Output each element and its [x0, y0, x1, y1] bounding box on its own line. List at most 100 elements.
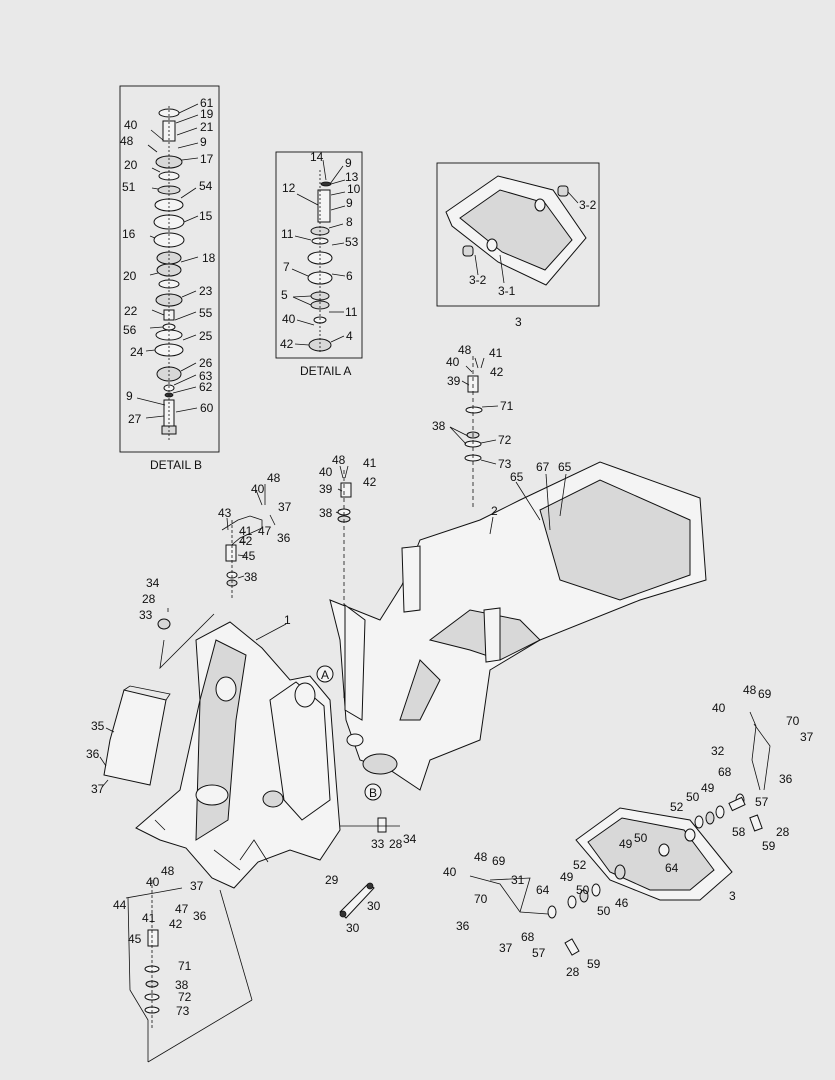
- callout-s69: 69: [492, 854, 506, 868]
- callout-k49b: 49: [619, 837, 633, 851]
- callout-w42: 42: [169, 917, 183, 931]
- detail-a-panel: DETAIL A: [275, 151, 363, 378]
- callout-b15: 15: [199, 209, 213, 223]
- marker-a: A: [316, 665, 334, 683]
- detail-b-caption: DETAIL B: [150, 458, 202, 472]
- callout-k58: 58: [732, 825, 746, 839]
- callout-b19: 19: [200, 107, 214, 121]
- callout-a7: 7: [283, 260, 290, 274]
- callout-m38: 38: [319, 506, 333, 520]
- callout-f37: 37: [91, 782, 105, 796]
- counterweight-lower: [469, 711, 771, 956]
- callout-a8: 8: [346, 215, 353, 229]
- callout-k50b: 50: [634, 831, 648, 845]
- callout-k50: 50: [686, 790, 700, 804]
- callout-l40: 40: [251, 482, 265, 496]
- frame-bolt-assy: [340, 817, 400, 833]
- callout-r65a: 65: [510, 470, 524, 484]
- callout-p72a: 72: [498, 433, 512, 447]
- callout-w71: 71: [178, 959, 192, 973]
- callout-c31: 3-1: [498, 284, 516, 298]
- callout-k69: 69: [758, 687, 772, 701]
- callout-k36: 36: [779, 772, 793, 786]
- callout-r2: 2: [491, 504, 498, 518]
- marker-b-label: B: [369, 786, 377, 800]
- callout-m39: 39: [319, 482, 333, 496]
- callout-k37: 37: [800, 730, 814, 744]
- callout-f36: 36: [86, 747, 100, 761]
- callout-w38: 38: [175, 978, 189, 992]
- callout-l47: 47: [258, 524, 272, 538]
- counterweight-panel: [436, 162, 600, 307]
- callout-a4: 4: [346, 329, 353, 343]
- callout-l38: 38: [244, 570, 258, 584]
- callout-a5: 5: [281, 288, 288, 302]
- callout-b16: 16: [122, 227, 136, 241]
- callout-w36: 36: [193, 909, 207, 923]
- callout-a14: 14: [310, 150, 324, 164]
- callout-b48: 48: [120, 134, 134, 148]
- callout-w44: 44: [113, 898, 127, 912]
- callout-p71a: 71: [500, 399, 514, 413]
- marker-b: B: [364, 783, 382, 801]
- callout-a13: 13: [345, 170, 359, 184]
- callout-s64: 64: [536, 883, 550, 897]
- callout-w37: 37: [190, 879, 204, 893]
- callout-l41: 41: [239, 524, 253, 538]
- callout-p41a: 41: [489, 346, 503, 360]
- callout-b18: 18: [202, 251, 216, 265]
- callout-l42: 42: [239, 534, 253, 548]
- callout-s40: 40: [443, 865, 457, 879]
- callout-w47: 47: [175, 902, 189, 916]
- callout-f35: 35: [91, 719, 105, 733]
- callout-b9b: 9: [126, 389, 133, 403]
- callout-m41: 41: [363, 456, 377, 470]
- callout-w72: 72: [178, 990, 192, 1004]
- callout-k64: 64: [665, 861, 679, 875]
- callout-a53: 53: [345, 235, 359, 249]
- callout-s36: 36: [456, 919, 470, 933]
- callout-b23: 23: [199, 284, 213, 298]
- callout-k57: 57: [755, 795, 769, 809]
- callout-s49: 49: [560, 870, 574, 884]
- lower-left-pin-stack: [125, 880, 253, 1063]
- callout-r67: 67: [536, 460, 550, 474]
- callout-f34: 34: [146, 576, 160, 590]
- callout-b27: 27: [128, 412, 142, 426]
- callout-c32a: 3-2: [579, 198, 597, 212]
- callout-c32b: 3-2: [469, 273, 487, 287]
- callout-p38a: 38: [432, 419, 446, 433]
- callout-k48: 48: [743, 683, 757, 697]
- callout-p48a: 48: [458, 343, 472, 357]
- callout-l37: 37: [278, 500, 292, 514]
- callout-b22: 22: [124, 304, 138, 318]
- callout-a11a: 11: [281, 227, 294, 241]
- front-frame: [99, 608, 341, 889]
- callout-s37: 37: [499, 941, 513, 955]
- callout-c3: 3: [515, 315, 522, 329]
- callout-l45: 45: [242, 549, 256, 563]
- callout-b60: 60: [200, 401, 214, 415]
- callout-w48: 48: [161, 864, 175, 878]
- callout-a42: 42: [280, 337, 294, 351]
- marker-a-label: A: [321, 668, 329, 682]
- callout-s57: 57: [532, 946, 546, 960]
- callout-p42a: 42: [490, 365, 504, 379]
- callout-f28b: 28: [389, 837, 403, 851]
- callout-s28: 28: [566, 965, 580, 979]
- callout-w41: 41: [142, 911, 156, 925]
- callout-r65b: 65: [558, 460, 572, 474]
- callout-a12: 12: [282, 181, 296, 195]
- callout-w40: 40: [146, 875, 160, 889]
- callout-b17: 17: [200, 152, 214, 166]
- callout-b20b: 20: [123, 269, 137, 283]
- callout-b61: 61: [200, 96, 214, 110]
- callout-k3: 3: [729, 889, 736, 903]
- callout-k52: 52: [670, 800, 684, 814]
- left-upper-bracket: [221, 484, 276, 600]
- callout-b24: 24: [130, 345, 144, 359]
- callout-p73a: 73: [498, 457, 512, 471]
- callout-s48: 48: [474, 850, 488, 864]
- callout-w45: 45: [128, 932, 142, 946]
